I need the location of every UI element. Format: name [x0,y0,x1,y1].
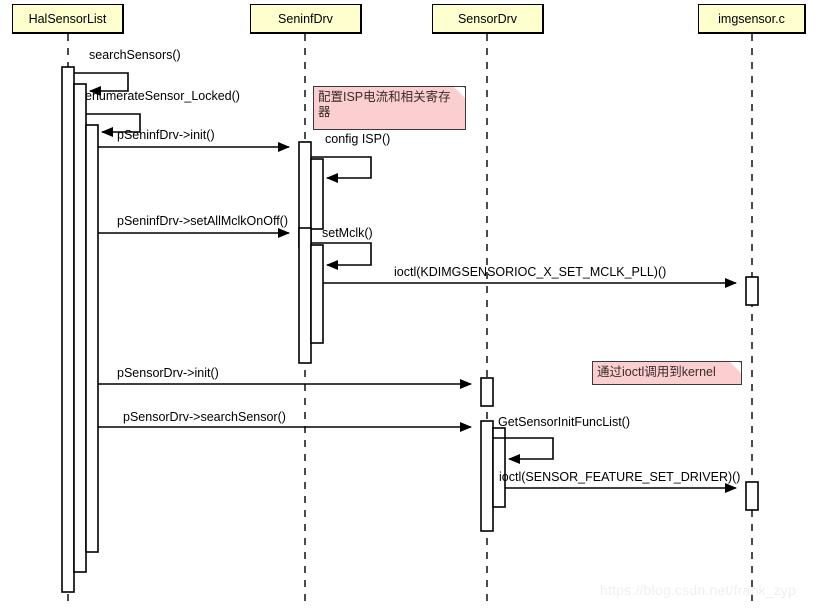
activation-bar-seninf-2-nested [310,244,324,344]
message-arrow-config-isp [311,156,372,183]
activation-bar-img-2 [745,481,759,511]
participant-label: HalSensorList [28,11,107,26]
participant-label: SensorDrv [457,11,518,26]
participant-seninf-drv[interactable]: SeninfDrv [250,4,362,34]
message-arrow-getsensorinitfunclist [493,437,554,464]
participant-label: SeninfDrv [278,11,333,26]
participant-hal-sensor-list[interactable]: HalSensorList [12,4,124,34]
note-ioctl-kernel: 通过ioctl调用到kernel [592,361,742,385]
message-label-setmclk: setMclk() [322,226,373,240]
note-text: 配置ISP电流和相关寄存器 [318,90,451,119]
message-arrow-setmclk [311,242,372,270]
message-label-getsensorinitfunclist: GetSensorInitFuncList() [498,415,630,429]
message-label-psensordrv-init: pSensorDrv->init() [117,366,219,380]
message-label-ioctl-set-mclk-pll: ioctl(KDIMGSENSORIOC_X_SET_MCLK_PLL)() [394,265,667,279]
participant-sensor-drv[interactable]: SensorDrv [432,4,544,34]
message-label-pseninfdrv-setallmclkonoff: pSeninfDrv->setAllMclkOnOff() [117,214,288,228]
note-text: 通过ioctl调用到kernel [597,365,716,379]
message-label-searchsensors: searchSensors() [89,48,181,62]
message-arrow-searchsensors [74,72,129,96]
activation-bar-seninf-2 [298,227,312,364]
activation-bar-sensor-1 [480,377,494,407]
activation-bar-seninf-1-nested [310,158,324,230]
participant-label: imgsensor.c [718,11,785,26]
message-label-ioctl-sensor-feature-set-driver: ioctl(SENSOR_FEATURE_SET_DRIVER)() [499,470,741,484]
activation-bar-hal-1 [61,66,75,593]
message-arrows [74,72,737,493]
watermark: https://blog.csdn.net/frank_zyp [600,582,797,598]
note-fold-icon [730,362,741,373]
message-label-enumeratesensor-locked: enumerateSensor_Locked() [85,89,240,103]
activation-bar-hal-2 [73,83,87,573]
activation-bar-sensor-2 [480,420,494,532]
message-label-config-isp: config ISP() [325,132,391,146]
note-config-isp: 配置ISP电流和相关寄存器 [313,86,466,130]
participant-imgsensor-c[interactable]: imgsensor.c [698,4,806,34]
message-arrow-enumeratesensor-locked [86,113,141,137]
activation-bars [61,66,759,593]
note-fold-icon [454,87,465,98]
activation-bar-img-1 [745,276,759,306]
message-label-pseninfdrv-init: pSeninfDrv->init() [117,128,215,142]
activation-bar-hal-3 [85,124,99,553]
message-label-psensordrv-searchsensor: pSensorDrv->searchSensor() [123,410,286,424]
activation-bar-sensor-2-nested [492,427,506,508]
